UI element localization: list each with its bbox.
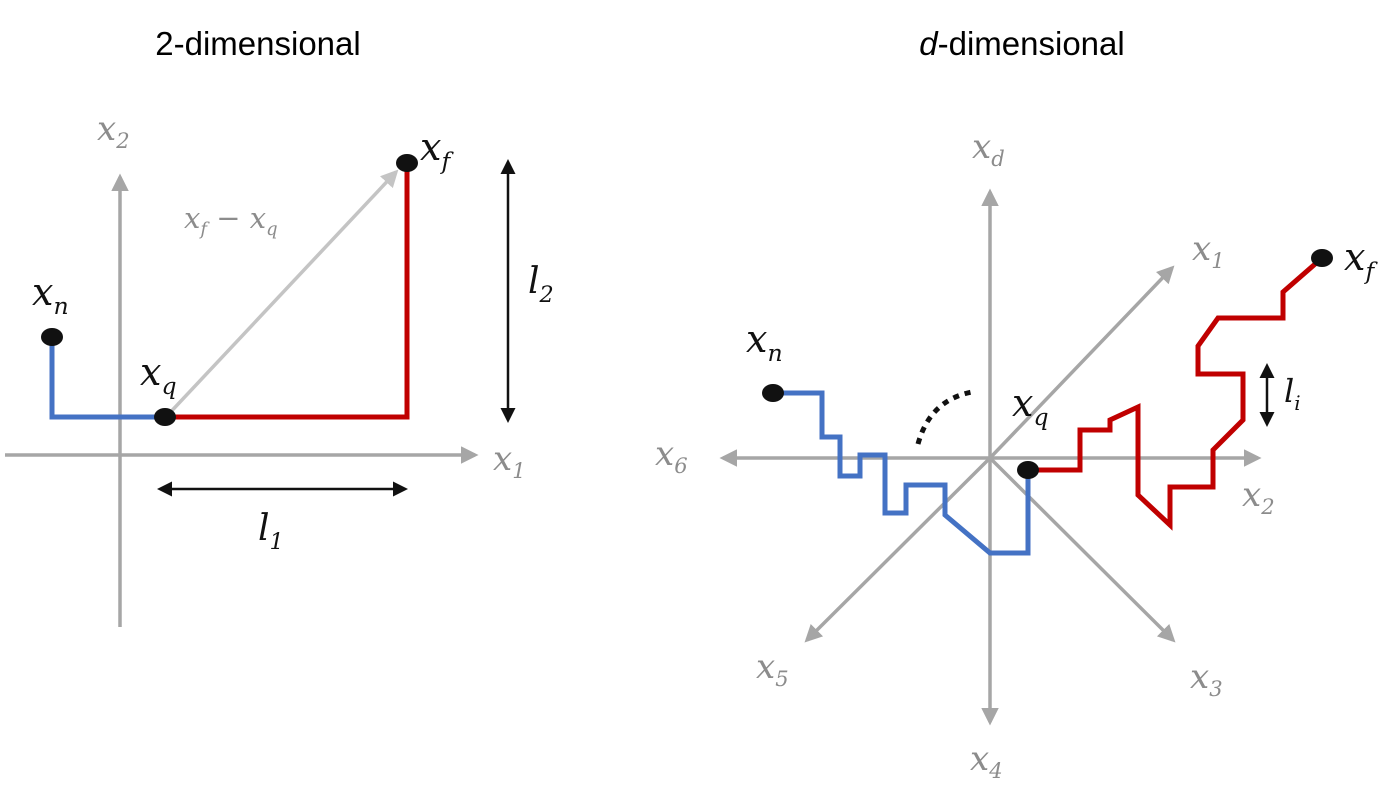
left-path-blue — [49, 337, 165, 420]
left-point-xf — [396, 154, 418, 172]
left-label-xq: xq — [140, 350, 177, 400]
left-label-xf: xf — [420, 125, 454, 175]
right-panel-title: d-dimensional — [919, 25, 1124, 62]
right-point-xf — [1311, 249, 1333, 267]
right-point-xn — [762, 384, 784, 402]
right-axis-x5 — [804, 456, 992, 643]
right-label-x5: x5 — [756, 647, 789, 691]
right-point-xq — [1017, 461, 1039, 479]
left-label-l1: l1 — [258, 508, 284, 555]
left-path-red — [165, 163, 410, 420]
left-point-xq — [154, 408, 176, 426]
dimensions-ellipsis-arc — [915, 389, 973, 445]
right-label-x3: x3 — [1190, 657, 1223, 701]
right-axis-x3 — [988, 456, 1176, 643]
right-label-xq: xq — [1012, 381, 1049, 431]
right-label-x4: x4 — [970, 739, 1003, 783]
right-path-blue — [773, 390, 1031, 556]
right-label-xd: xd — [972, 127, 1005, 171]
difference-vector-arrow — [163, 169, 399, 420]
left-panel-title: 2-dimensional — [155, 25, 360, 62]
right-path-red — [1028, 256, 1324, 531]
left-label-x1: x1 — [493, 439, 526, 483]
left-label-xn: xn — [32, 270, 69, 320]
left-label-x2: x2 — [97, 109, 130, 153]
right-label-x2: x2 — [1242, 475, 1275, 519]
left-point-xn — [41, 328, 63, 346]
right-label-li: li — [1284, 372, 1301, 415]
right-axis-x1 — [988, 265, 1175, 460]
left-panel: 2-dimensional x2 x1 xn xq xf xf − xq l1 … — [5, 25, 554, 627]
right-label-x6: x6 — [655, 434, 688, 478]
right-panel: d-dimensional xd x1 x2 x3 x4 x5 x6 xn xq… — [655, 25, 1378, 783]
left-label-l2: l2 — [528, 261, 554, 308]
right-label-xn: xn — [746, 317, 783, 367]
left-label-difference: xf − xq — [184, 201, 278, 240]
right-label-x1: x1 — [1192, 229, 1225, 273]
right-label-xf: xf — [1344, 235, 1378, 285]
